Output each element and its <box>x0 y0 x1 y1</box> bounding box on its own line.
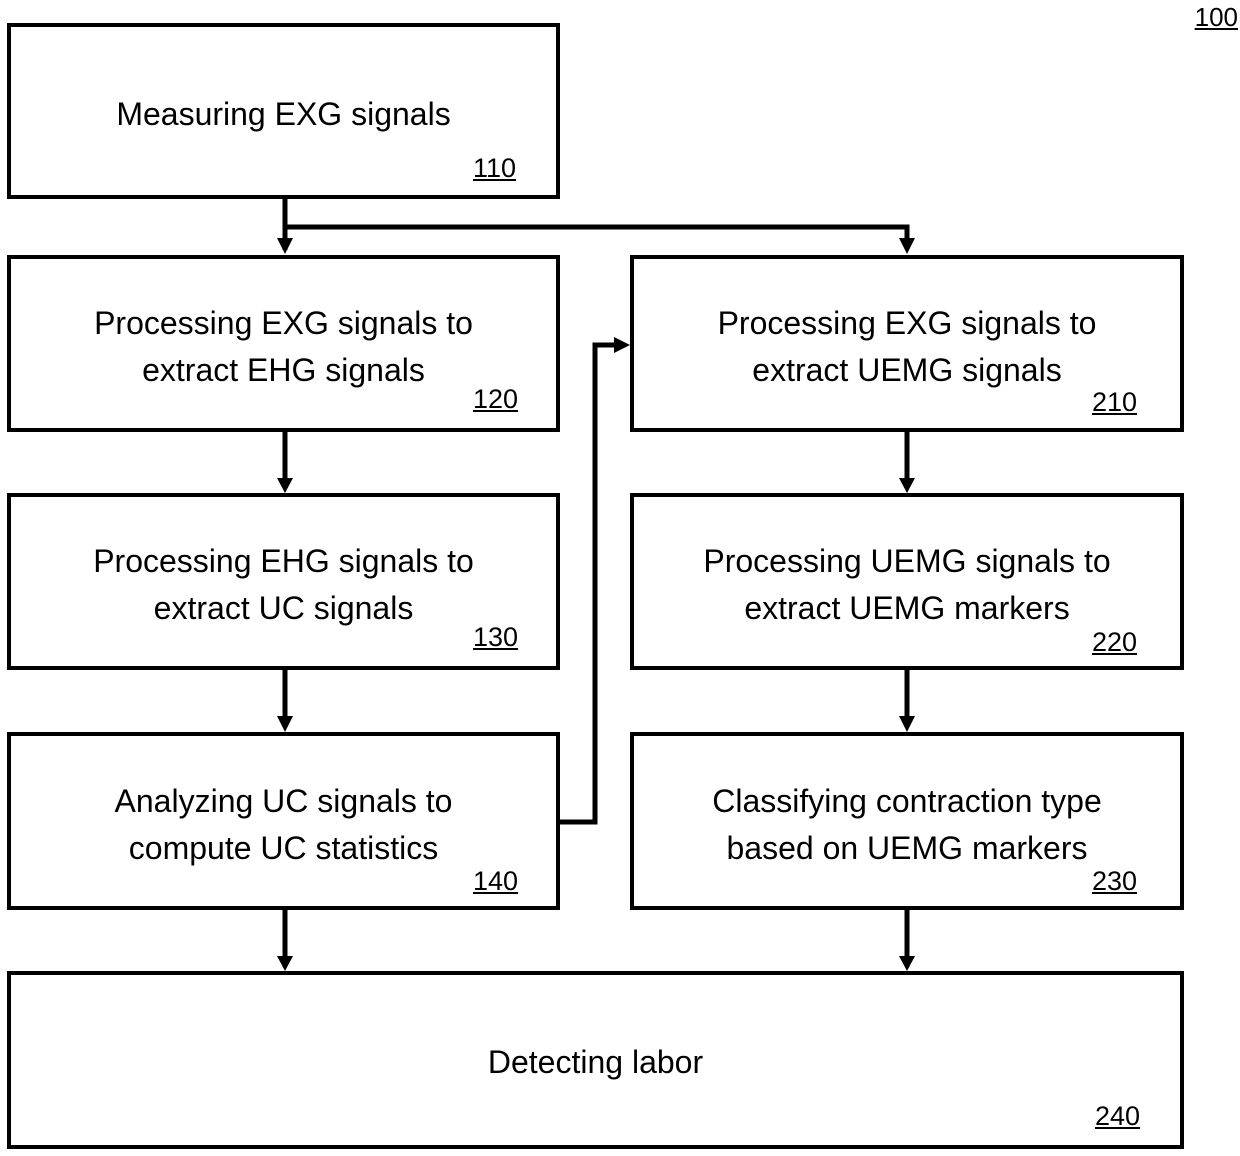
arrow-110-to-210 <box>285 227 907 244</box>
arrow-140-to-210 <box>560 345 620 822</box>
step-ref-110: 110 <box>473 153 516 184</box>
step-box-230: Classifying contraction type based on UE… <box>630 732 1184 910</box>
step-box-110: Measuring EXG signals 110 <box>7 23 560 199</box>
step-text-220: Processing UEMG signals to extract UEMG … <box>634 538 1180 632</box>
step-box-240: Detecting labor 240 <box>7 971 1184 1149</box>
step-ref-140: 140 <box>473 866 518 897</box>
step-ref-130: 130 <box>473 622 518 653</box>
step-box-220: Processing UEMG signals to extract UEMG … <box>630 493 1184 670</box>
step-box-130: Processing EHG signals to extract UC sig… <box>7 493 560 670</box>
step-220-line-1: Processing UEMG signals to <box>634 538 1180 585</box>
step-box-120: Processing EXG signals to extract EHG si… <box>7 255 560 432</box>
step-ref-120: 120 <box>473 384 518 415</box>
step-140-line-1: Analyzing UC signals to <box>11 778 556 825</box>
step-text-130: Processing EHG signals to extract UC sig… <box>11 538 556 632</box>
step-130-line-1: Processing EHG signals to <box>11 538 556 585</box>
step-text-230: Classifying contraction type based on UE… <box>634 778 1180 872</box>
step-110-line-1: Measuring EXG signals <box>11 91 556 138</box>
step-230-line-1: Classifying contraction type <box>634 778 1180 825</box>
step-text-140: Analyzing UC signals to compute UC stati… <box>11 778 556 872</box>
step-box-210: Processing EXG signals to extract UEMG s… <box>630 255 1184 432</box>
step-120-line-1: Processing EXG signals to <box>11 300 556 347</box>
step-text-120: Processing EXG signals to extract EHG si… <box>11 300 556 394</box>
step-box-140: Analyzing UC signals to compute UC stati… <box>7 732 560 910</box>
step-ref-240: 240 <box>1095 1101 1140 1132</box>
step-240-line-1: Detecting labor <box>11 1039 1180 1086</box>
step-140-line-2: compute UC statistics <box>11 825 556 872</box>
step-text-110: Measuring EXG signals <box>11 91 556 138</box>
step-text-210: Processing EXG signals to extract UEMG s… <box>634 300 1180 394</box>
step-210-line-1: Processing EXG signals to <box>634 300 1180 347</box>
step-ref-210: 210 <box>1092 387 1137 418</box>
step-ref-220: 220 <box>1092 627 1137 658</box>
step-230-line-2: based on UEMG markers <box>634 825 1180 872</box>
step-text-240: Detecting labor <box>11 1039 1180 1086</box>
step-220-line-2: extract UEMG markers <box>634 585 1180 632</box>
step-ref-230: 230 <box>1092 866 1137 897</box>
